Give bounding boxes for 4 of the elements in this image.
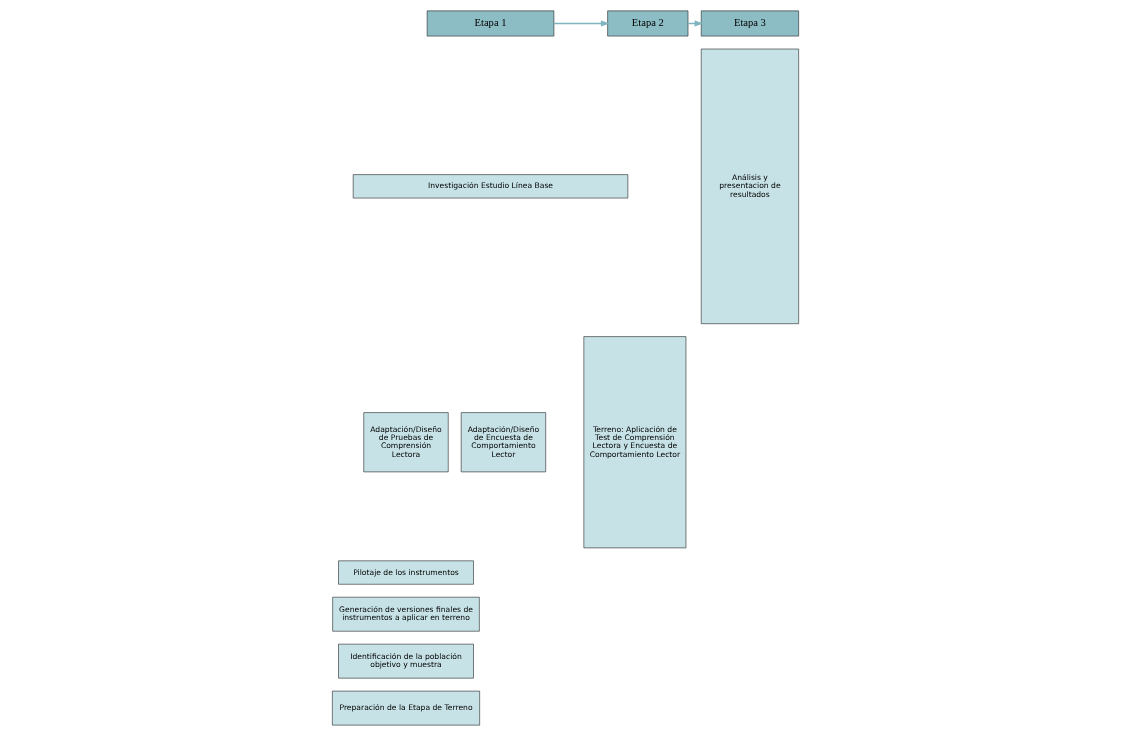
node-box: Etapa 3 <box>700 10 799 37</box>
node-box: Etapa 2 <box>606 10 688 37</box>
node-box: Etapa 1 <box>426 10 554 37</box>
arrow <box>552 20 610 27</box>
